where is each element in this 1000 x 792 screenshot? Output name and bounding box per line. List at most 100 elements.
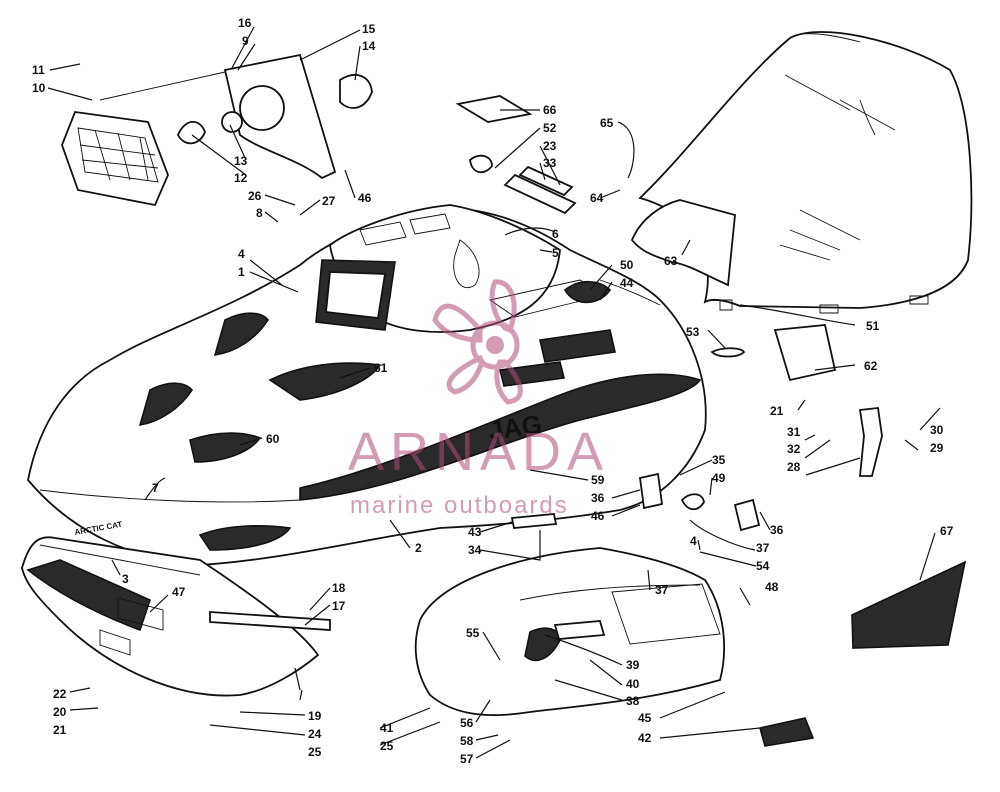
windshield (638, 31, 973, 314)
callout-57: 57 (460, 752, 474, 766)
callout-12: 12 (234, 171, 248, 185)
propeller-logo (432, 279, 523, 405)
hinge-35 (638, 472, 664, 510)
callout-9: 9 (242, 34, 249, 48)
foot-plate-42 (759, 717, 815, 747)
bulb-retainer (221, 111, 243, 133)
bracket-37 (733, 498, 761, 532)
callout-36-right: 36 (770, 523, 784, 537)
callout-32: 32 (787, 442, 801, 456)
callout-46-top: 46 (358, 191, 372, 205)
callout-17: 17 (332, 599, 346, 613)
callout-19: 19 (308, 709, 322, 723)
callout-22: 22 (53, 687, 67, 701)
callout-20: 20 (53, 705, 67, 719)
callout-2: 2 (415, 541, 422, 555)
callout-41: 41 (380, 721, 394, 735)
latch-28 (858, 407, 883, 477)
callout-14: 14 (362, 39, 376, 53)
callout-7: 7 (152, 481, 159, 495)
callout-6: 6 (552, 227, 559, 241)
callout-65: 65 (600, 116, 614, 130)
decal-33 (518, 165, 574, 197)
callout-34: 34 (468, 543, 482, 557)
callout-36-left: 36 (591, 491, 605, 505)
callout-37-center: 37 (655, 583, 669, 597)
watermark-tagline: marine outboards (350, 492, 569, 519)
callout-48: 48 (765, 580, 779, 594)
callout-5: 5 (552, 246, 559, 260)
callout-40: 40 (626, 677, 640, 691)
headlight-bracket-hole (239, 85, 285, 131)
callout-45: 45 (638, 711, 652, 725)
callout-3: 3 (122, 572, 129, 586)
mud-flap-67 (851, 560, 967, 649)
callout-25-right: 25 (380, 739, 394, 753)
front-pan (21, 536, 320, 697)
callout-33: 33 (543, 156, 557, 170)
callout-47: 47 (172, 585, 186, 599)
callout-29: 29 (930, 441, 944, 455)
bulb-socket (339, 74, 373, 109)
grab-handle-62 (773, 324, 837, 382)
adjusting-screw-line (99, 71, 226, 101)
callout-44: 44 (620, 276, 634, 290)
callout-31: 31 (787, 425, 801, 439)
callout-38: 38 (626, 694, 640, 708)
leader-lines (47, 26, 941, 759)
hood-decal-jag: JAG (487, 409, 544, 446)
callout-61: 61 (374, 361, 388, 375)
callout-39: 39 (626, 658, 640, 672)
callout-21-right: 21 (770, 404, 784, 418)
seal-53 (710, 347, 746, 358)
callout-26: 26 (248, 189, 262, 203)
callout-51: 51 (866, 319, 880, 333)
callout-60: 60 (266, 432, 280, 446)
callout-labels: 11 10 16 9 15 14 13 12 26 27 8 46 66 52 … (32, 16, 954, 766)
callout-8: 8 (256, 206, 263, 220)
callout-55: 55 (466, 626, 480, 640)
callout-11: 11 (32, 63, 45, 77)
callout-52: 52 (543, 121, 557, 135)
callout-58: 58 (460, 734, 474, 748)
callout-46-bottom: 46 (591, 509, 605, 523)
callout-23: 23 (543, 139, 557, 153)
windshield-bracket (630, 199, 736, 287)
hood: JAG ARCTIC CAT (27, 204, 707, 566)
callout-56: 56 (460, 716, 474, 730)
callout-21-left: 21 (53, 723, 67, 737)
decal-66 (455, 95, 533, 123)
callout-43: 43 (468, 525, 482, 539)
callout-42: 42 (638, 731, 652, 745)
callout-28: 28 (787, 460, 801, 474)
headlight-bulb (177, 120, 206, 145)
decal-52 (469, 154, 493, 174)
callout-50: 50 (620, 258, 634, 272)
trim-18 (209, 611, 331, 631)
callout-62: 62 (864, 359, 878, 373)
callout-10: 10 (32, 81, 46, 95)
callout-4-bottom: 4 (690, 534, 697, 548)
callout-67: 67 (940, 524, 954, 538)
callout-66: 66 (543, 103, 557, 117)
callout-18: 18 (332, 581, 346, 595)
watermark-brand: ARNADA (348, 422, 609, 482)
headlight (61, 111, 169, 207)
callout-35: 35 (712, 453, 726, 467)
callout-4-top: 4 (238, 247, 245, 261)
clip-49 (680, 493, 705, 511)
belly-pan (414, 547, 725, 717)
callout-54: 54 (756, 559, 770, 573)
callout-59: 59 (591, 473, 605, 487)
callout-30: 30 (930, 423, 944, 437)
callout-64: 64 (590, 191, 604, 205)
clip-43 (510, 513, 558, 529)
decal-50 (563, 280, 612, 304)
callout-49: 49 (712, 471, 726, 485)
callout-15: 15 (362, 22, 376, 36)
callout-27: 27 (322, 194, 336, 208)
callout-25-left: 25 (308, 745, 322, 759)
callout-37-right: 37 (756, 541, 770, 555)
